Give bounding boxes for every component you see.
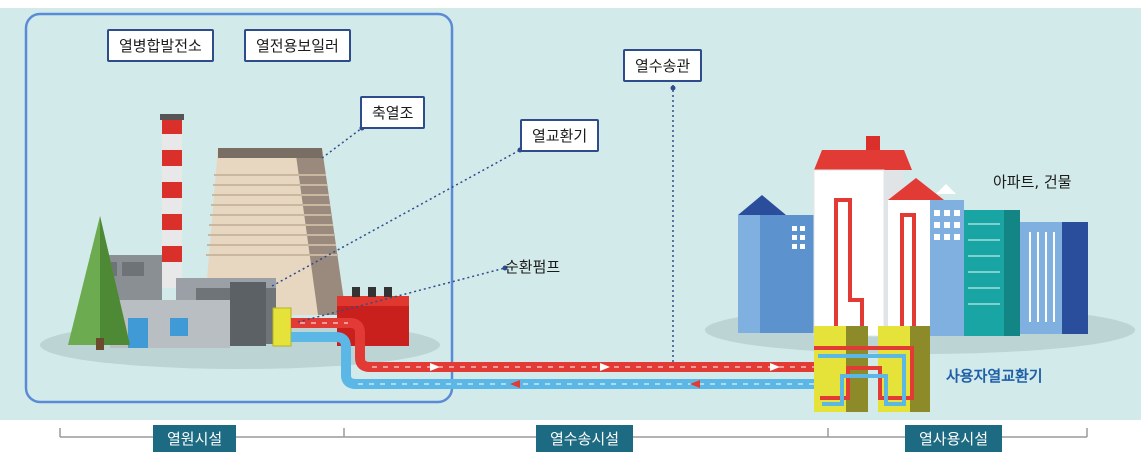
heat-exchanger-label: 열교환기 bbox=[520, 119, 600, 152]
pump-label: 순환펌프 bbox=[505, 258, 561, 276]
tree bbox=[68, 216, 130, 350]
cooling-tower bbox=[204, 148, 346, 315]
chp-label: 열병합발전소 bbox=[107, 29, 214, 62]
boiler-label: 열전용보일러 bbox=[244, 29, 351, 62]
source-frame bbox=[24, 12, 454, 404]
pipe-label: 열수송관 bbox=[623, 49, 703, 82]
callout-lines bbox=[271, 85, 674, 362]
heat-exchanger-unit bbox=[272, 307, 292, 347]
section-tag-usage: 열사용시설 bbox=[905, 425, 1003, 452]
user-heat-exchangers bbox=[814, 326, 930, 412]
section-tag-source: 열원시설 bbox=[153, 425, 237, 452]
section-tag-transport: 열수송시설 bbox=[536, 425, 634, 452]
chimney bbox=[160, 114, 184, 288]
user-exchanger-label: 사용자열교환기 bbox=[946, 367, 1043, 385]
city-buildings bbox=[738, 136, 1088, 337]
storage-label: 축열조 bbox=[360, 96, 426, 129]
apartment-label: 아파트, 건물 bbox=[993, 173, 1072, 191]
